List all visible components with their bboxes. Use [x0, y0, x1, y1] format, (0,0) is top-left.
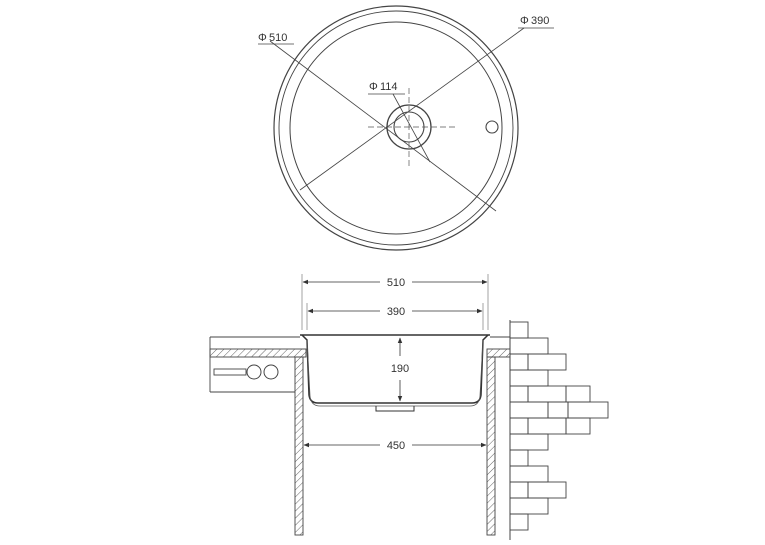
bowl-outline: [289, 21, 503, 235]
diameter-symbol: Φ: [369, 81, 378, 93]
control-knob-right: [263, 364, 279, 380]
outer-rim: [273, 5, 519, 251]
side-view: 510 390 190: [209, 274, 609, 540]
dim-450-label: 450: [387, 440, 405, 452]
dim-390-value: 390: [531, 15, 549, 27]
top-view: Φ 510 Φ 390 Φ 114: [258, 5, 554, 251]
dim-510-diameter-line: [269, 40, 497, 212]
control-knob-left: [246, 364, 262, 380]
cabinet-wall-left: [294, 356, 304, 536]
rim-edge: [278, 10, 514, 246]
dim-114-leader-line: [392, 93, 431, 163]
brick-wall: [509, 320, 609, 540]
dim-510-diameter-label: Φ 510: [258, 32, 287, 44]
dim-390-label: 390: [387, 306, 405, 318]
cabinet-wall-right: [486, 356, 496, 536]
dim-390-diameter-label: Φ 390: [520, 15, 549, 27]
sink-bowl-profile: [300, 334, 490, 412]
countertop-right: [486, 336, 511, 358]
control-slot: [213, 368, 247, 376]
dim-114-value: 114: [380, 81, 398, 93]
dim-390-diameter-line: [299, 27, 525, 191]
diameter-symbol: Φ: [520, 15, 529, 27]
dim-510-label: 510: [387, 277, 405, 289]
dim-114-diameter-label: Φ 114: [369, 81, 398, 93]
diameter-symbol: Φ: [258, 32, 267, 44]
countertop-left: [209, 336, 307, 393]
dim-510-value: 510: [269, 32, 287, 44]
dim-190-label: 190: [391, 363, 409, 375]
tap-hole: [485, 120, 499, 134]
cabinet-walls: [294, 356, 496, 536]
